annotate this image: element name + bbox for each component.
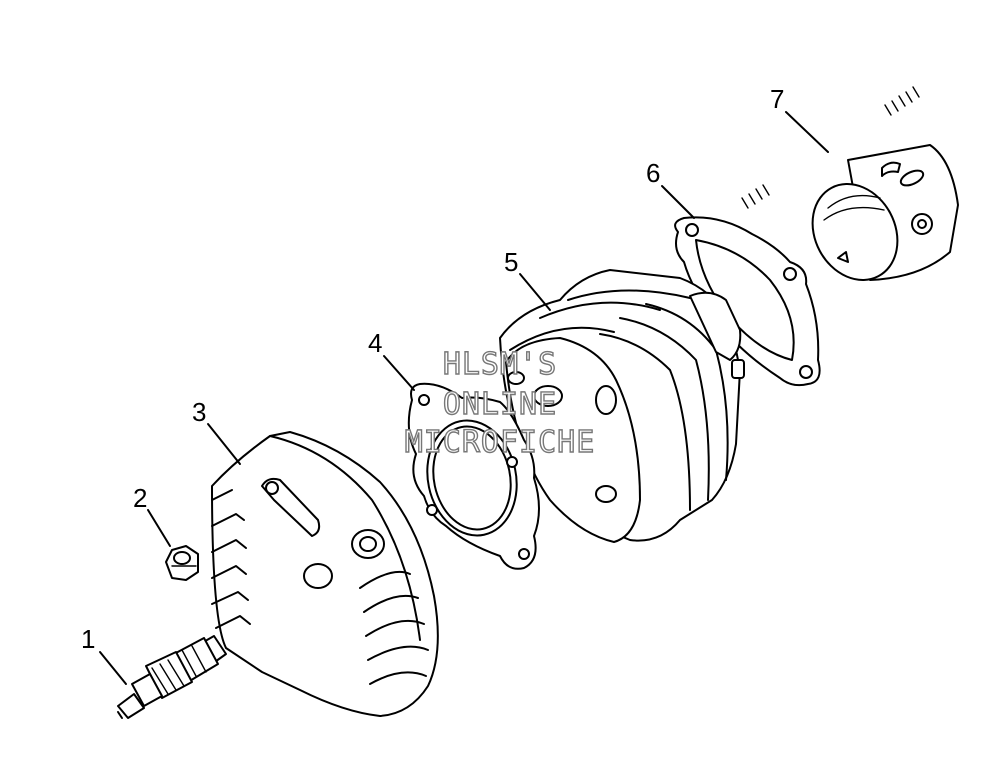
callout-4: 4 [368, 328, 382, 358]
part-nut [165, 545, 199, 581]
part-stud-bolt [739, 84, 925, 209]
callout-7: 7 [770, 84, 784, 114]
watermark-line-3: MICROFICHE [405, 425, 596, 460]
watermark-line-2: ONLINE [443, 387, 557, 422]
part-cylinder [499, 269, 745, 543]
watermark-line-1: HLSM'S [443, 347, 557, 382]
callout-3: 3 [192, 397, 206, 427]
callout-5: 5 [504, 247, 518, 277]
part-cylinder-head-gasket [407, 382, 540, 570]
leader-lines [99, 111, 829, 685]
part-spark-plug [117, 635, 227, 719]
callout-numbers: 1 2 3 4 5 6 7 [81, 84, 784, 654]
callout-1: 1 [81, 624, 95, 654]
part-cylinder-head [211, 431, 439, 717]
callout-6: 6 [646, 158, 660, 188]
watermark: HLSM'S ONLINE MICROFICHE [404, 346, 596, 460]
callout-2: 2 [133, 483, 147, 513]
part-piston [811, 144, 959, 281]
